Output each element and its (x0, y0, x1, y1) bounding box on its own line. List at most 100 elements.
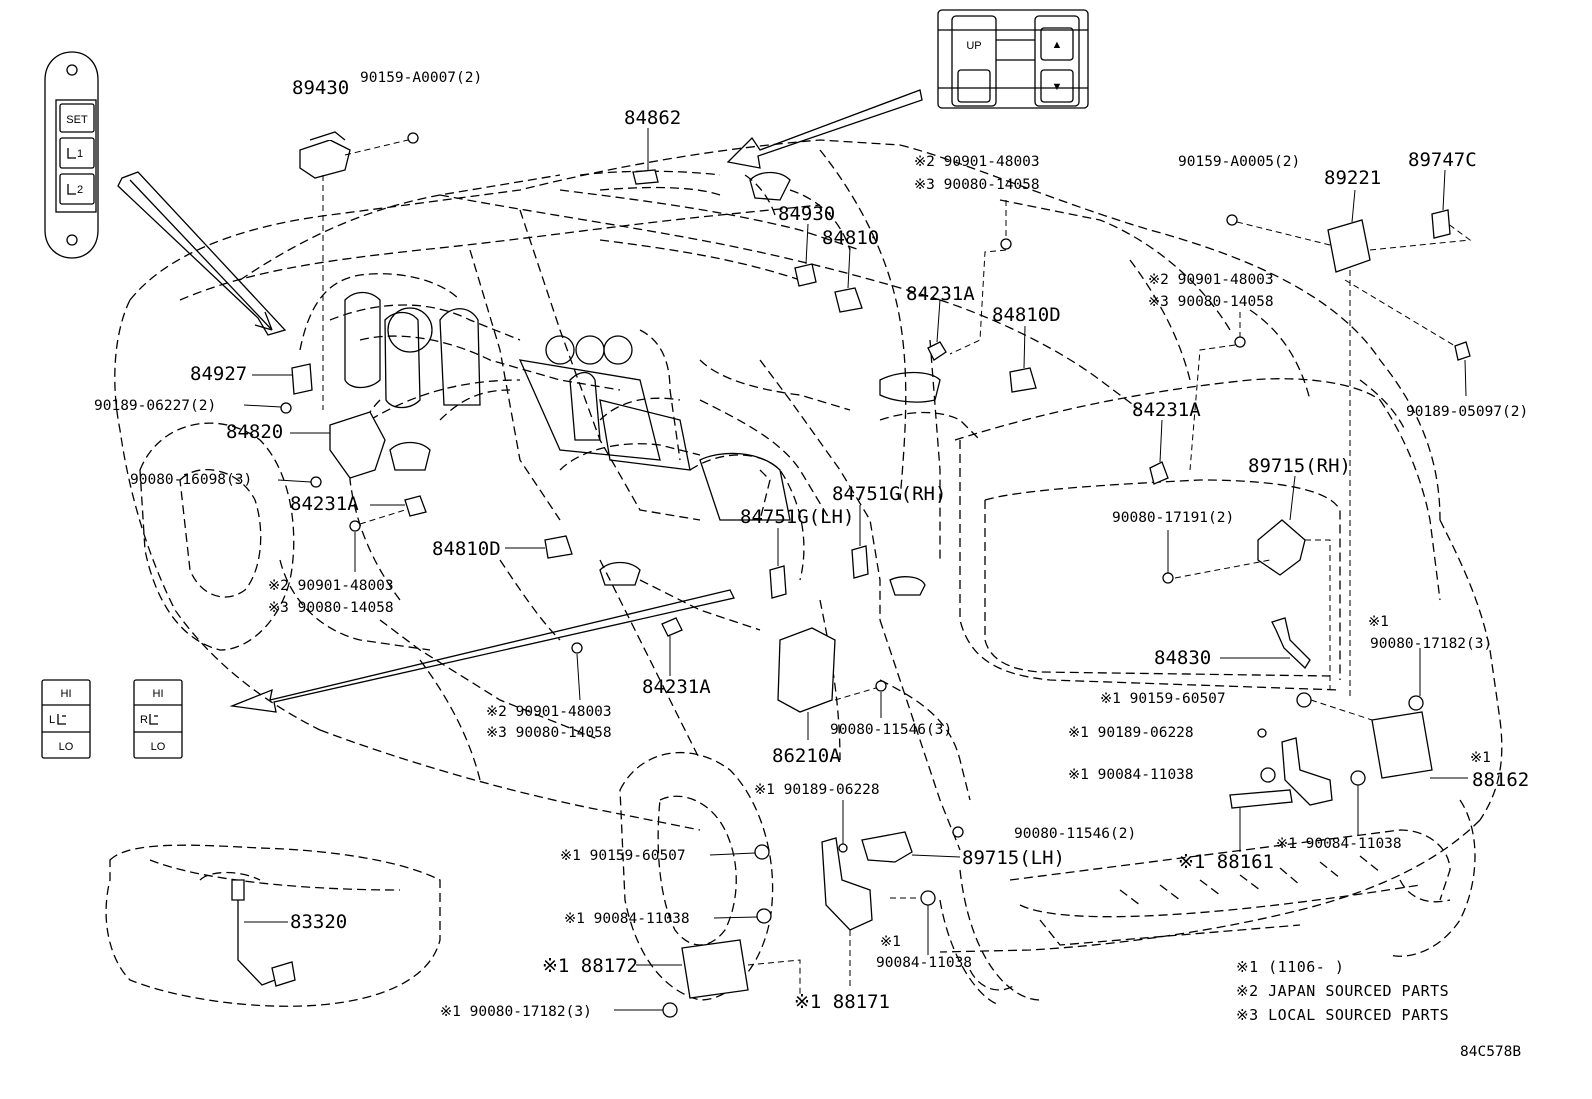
part-84810d-top (1009, 367, 1037, 393)
part-88172 (681, 939, 749, 999)
label-note-1-88162: ※1 (1470, 750, 1491, 766)
part-89747c (1431, 209, 1451, 239)
left-side-label: L (49, 714, 55, 726)
label-90080-14058-left: ※3 90080-14058 (268, 600, 394, 616)
seat-heater-switch-left[interactable] (41, 679, 91, 759)
label-84927: 84927 (190, 363, 247, 385)
label-90901-48003-right: ※2 90901-48003 (1148, 272, 1274, 288)
label-88161: ※1 88161 (1178, 851, 1274, 873)
legend-line-2: ※2 JAPAN SOURCED PARTS (1236, 982, 1449, 1000)
label-90080-17182-right: 90080-17182(3) (1370, 636, 1492, 652)
part-89221 (1327, 219, 1371, 273)
legend-line-1: ※1 (1106- ) (1236, 958, 1344, 976)
label-90189-06228-lh: ※1 90189-06228 (754, 782, 880, 798)
bolt-90901-48003-lower-icon (571, 642, 583, 654)
seat-heater-icon-right (149, 714, 158, 725)
memory-set-label: SET (66, 114, 88, 126)
memory-switch-housing (44, 51, 99, 259)
memory-2-button[interactable] (59, 173, 95, 205)
height-up-label: UP (966, 40, 981, 52)
label-83320: 83320 (290, 911, 347, 933)
label-86210a: 86210A (772, 745, 841, 767)
label-84231a-right: 84231A (1132, 399, 1201, 421)
part-84231a-top (927, 341, 947, 361)
arrow-to-84927-icon (129, 179, 273, 331)
label-84810d-left: 84810D (432, 538, 501, 560)
label-89430: 89430 (292, 77, 349, 99)
part-84231a-lower (661, 617, 683, 637)
label-84930: 84930 (778, 203, 835, 225)
memory-1-button[interactable] (59, 137, 95, 169)
label-90084-11038-center: 90084-11038 (876, 955, 972, 971)
right-side-label: R (140, 714, 148, 726)
label-90189-06227: 90189-06227(2) (94, 398, 216, 414)
label-84862: 84862 (624, 107, 681, 129)
right-hi-label: HI (153, 688, 164, 700)
bolt-90080-16098-icon (310, 476, 322, 488)
label-90080-11546-lh: 90080-11546(2) (1014, 826, 1136, 842)
clip-90189-06227-icon (280, 402, 292, 414)
part-88161 (1229, 789, 1293, 809)
inset-memory-switch (44, 51, 99, 259)
clip-90189-06228-lh-icon (838, 843, 848, 853)
label-90901-48003-left: ※2 90901-48003 (268, 578, 394, 594)
part-88162 (1371, 711, 1433, 779)
bolt-90159-60507-lh-icon (754, 844, 770, 860)
bolt-90080-11546-center-icon (875, 680, 887, 692)
inset-seat-heater-right (133, 679, 183, 759)
label-90159-a0005: 90159-A0005(2) (1178, 154, 1300, 170)
part-84810d-left (544, 535, 573, 559)
part-84830 (1271, 617, 1311, 670)
label-89747c: 89747C (1408, 149, 1477, 171)
clip-90189-06228-right-icon (1257, 728, 1267, 738)
label-88162: 88162 (1472, 769, 1529, 791)
clip-90189-05097-icon (1454, 341, 1471, 361)
label-84231a-lower: 84231A (642, 676, 711, 698)
label-90901-48003-top: ※2 90901-48003 (914, 154, 1040, 170)
seat-recline-icon (67, 148, 76, 159)
bolt-90084-11038-right-a-icon (1260, 767, 1276, 783)
part-84231a-left (404, 495, 427, 517)
right-lo-label: LO (151, 741, 166, 753)
label-90189-06228-right: ※1 90189-06228 (1068, 725, 1194, 741)
bolt-90901-48003-right-icon (1234, 336, 1246, 348)
part-84927 (291, 363, 313, 395)
seat-recline-icon-2 (67, 184, 76, 195)
label-84751g-lh: 84751G(LH) (740, 506, 854, 528)
part-84820 (329, 411, 386, 479)
label-84820: 84820 (226, 421, 283, 443)
label-note-1-top: ※1 (1368, 614, 1389, 630)
part-84862 (632, 169, 659, 185)
label-90189-05097: 90189-05097(2) (1406, 404, 1528, 420)
height-up-button[interactable] (951, 15, 997, 107)
bolt-90080-11546-lh-icon (952, 826, 964, 838)
left-lo-label: LO (59, 741, 74, 753)
bracket-rear-right (1281, 737, 1333, 806)
memory-set-button[interactable] (59, 103, 95, 133)
label-88172: ※1 88172 (542, 955, 638, 977)
arrow-overhead-icon (726, 89, 923, 169)
height-updown-button[interactable] (1034, 15, 1080, 107)
inset-seat-heater-left (41, 679, 91, 759)
label-90080-14058-right: ※3 90080-14058 (1148, 294, 1274, 310)
label-90080-14058-top: ※3 90080-14058 (914, 177, 1040, 193)
part-89430 (299, 139, 351, 179)
label-89715-lh: 89715(LH) (962, 847, 1065, 869)
part-89715-rh (1257, 519, 1306, 576)
label-90159-60507-right: ※1 90159-60507 (1100, 691, 1226, 707)
nut-90080-17182-right-icon (1408, 695, 1424, 711)
fuel-tank-outline (105, 844, 441, 1007)
up-arrow-icon: ▲ (1052, 39, 1063, 51)
label-90159-60507-lh: ※1 90159-60507 (560, 848, 686, 864)
seat-heater-switch-right[interactable] (133, 679, 183, 759)
part-86210a (777, 627, 836, 713)
bolt-90159-a0007-icon (407, 132, 419, 144)
label-90080-14058-lower: ※3 90080-14058 (486, 725, 612, 741)
label-84231a-top: 84231A (906, 283, 975, 305)
label-90080-17191: 90080-17191(2) (1112, 510, 1234, 526)
bracket-rear-left (821, 837, 873, 931)
bolt-90159-a0005-icon (1226, 214, 1238, 226)
legend: ※1 (1106- ) ※2 JAPAN SOURCED PARTS ※3 LO… (1236, 958, 1449, 1024)
label-89715-rh: 89715(RH) (1248, 455, 1351, 477)
